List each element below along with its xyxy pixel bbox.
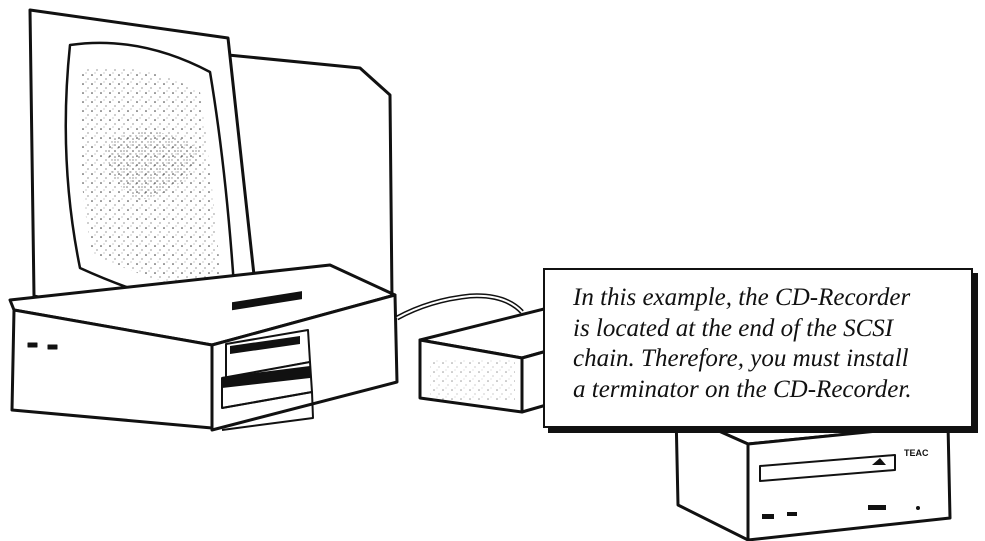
- callout-line-4: a terminator on the CD-Recorder.: [573, 375, 961, 406]
- callout-box: In this example, the CD-Recorder is loca…: [543, 268, 973, 428]
- callout-line-2: is located at the end of the SCSI: [573, 314, 961, 345]
- scsi-device-speckle: [430, 360, 515, 400]
- cd-recorder-brand-label: TEAC: [904, 448, 929, 458]
- callout-line-1: In this example, the CD-Recorder: [573, 283, 961, 314]
- callout-line-3: chain. Therefore, you must install: [573, 344, 961, 375]
